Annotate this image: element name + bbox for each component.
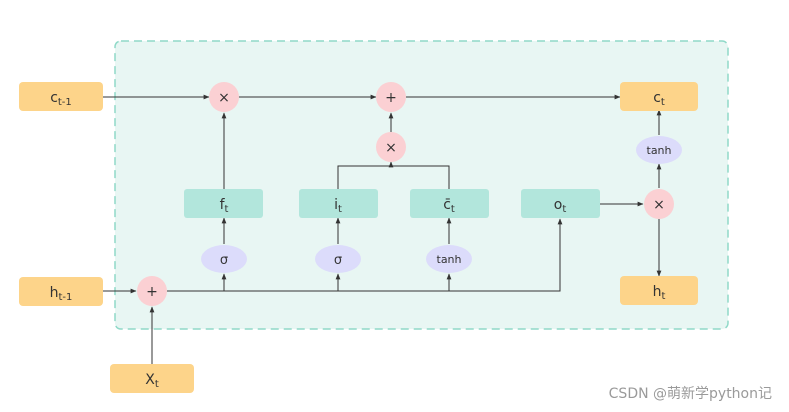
op-add-cell-symbol: + xyxy=(385,90,397,106)
op-add-input-symbol: + xyxy=(146,284,158,300)
activation-sigma-forget: σ xyxy=(201,245,247,273)
gate-output-base: o xyxy=(554,197,563,213)
svg-text:ft: ft xyxy=(220,197,229,215)
svg-text:ot: ot xyxy=(554,197,567,215)
op-multiply-output: × xyxy=(644,189,674,219)
connections xyxy=(103,94,662,364)
gate-candidate: c̄t xyxy=(410,189,489,218)
c-prev-base: c xyxy=(50,90,58,106)
gate-output: ot xyxy=(521,189,600,218)
c-t-sub: t xyxy=(661,97,665,108)
watermark: CSDN @萌新学python记 xyxy=(609,386,772,402)
activation-sigma-input-label: σ xyxy=(334,253,342,268)
edge-it-ct-to-mult-input xyxy=(337,165,450,189)
op-multiply-forget: × xyxy=(209,82,239,112)
activation-sigma-input: σ xyxy=(315,245,361,273)
input-h-prev: ht-1 xyxy=(19,277,103,306)
x-t-base: X xyxy=(145,372,155,388)
h-prev-sub: t-1 xyxy=(58,292,72,303)
activation-tanh-candidate: tanh xyxy=(426,245,472,273)
op-multiply-input-symbol: × xyxy=(385,140,397,156)
gate-forget: ft xyxy=(184,189,263,218)
activation-sigma-forget-label: σ xyxy=(220,253,228,268)
svg-text:ht-1: ht-1 xyxy=(50,285,73,303)
activation-tanh-candidate-label: tanh xyxy=(437,253,462,266)
h-t-base: h xyxy=(653,284,662,300)
c-t-base: c xyxy=(653,90,661,106)
gate-forget-sub: t xyxy=(225,204,229,215)
op-multiply-forget-symbol: × xyxy=(218,90,230,106)
gate-forget-base: f xyxy=(220,197,226,213)
h-t-sub: t xyxy=(661,291,665,302)
gate-input-sub: t xyxy=(338,204,342,215)
svg-text:it: it xyxy=(334,197,342,215)
gate-candidate-sub: t xyxy=(451,204,455,215)
gate-candidate-base: c̄ xyxy=(443,197,451,213)
lstm-cell-boundary xyxy=(114,40,729,330)
svg-text:ct: ct xyxy=(653,90,665,108)
c-prev-sub: t-1 xyxy=(58,97,72,108)
x-t-sub: t xyxy=(155,379,159,390)
op-multiply-input: × xyxy=(376,132,406,162)
svg-text:c̄t: c̄t xyxy=(443,197,455,215)
input-c-prev: ct-1 xyxy=(19,82,103,111)
svg-text:ct-1: ct-1 xyxy=(50,90,72,108)
gate-output-sub: t xyxy=(562,204,566,215)
gate-input-base: i xyxy=(334,197,338,213)
edge-bus-to-ot xyxy=(167,219,561,292)
gate-input: it xyxy=(299,189,378,218)
svg-text:Xt: Xt xyxy=(145,372,159,390)
output-c-t: ct xyxy=(620,82,698,111)
activation-tanh-output-label: tanh xyxy=(647,144,672,157)
op-add-input: + xyxy=(137,276,167,306)
input-x-t: Xt xyxy=(110,364,194,393)
h-prev-base: h xyxy=(50,285,59,301)
op-add-cell: + xyxy=(376,82,406,112)
op-multiply-output-symbol: × xyxy=(653,197,665,213)
activation-tanh-output: tanh xyxy=(636,136,682,164)
svg-text:ht: ht xyxy=(653,284,666,302)
output-h-t: ht xyxy=(620,276,698,305)
